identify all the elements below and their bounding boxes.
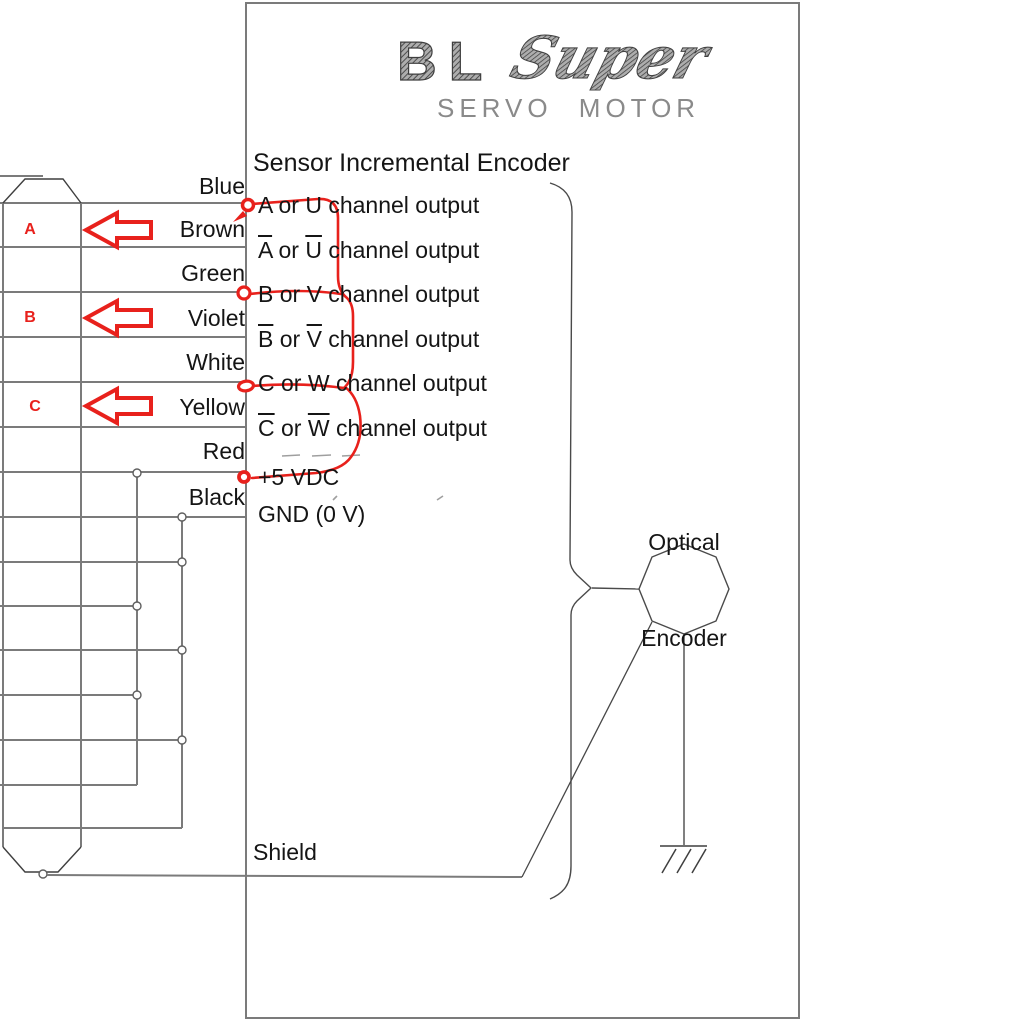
left-arrow-icon-c [81,385,153,427]
shield-label: Shield [253,839,317,865]
shield-junction-circle [38,869,48,879]
junction-circle [132,690,142,700]
wire-label-red: Red [202,438,245,464]
terminal-marker-b-icon [236,285,252,301]
channel-row-c-bar: C or W channel output [258,415,487,441]
channel-symbol: B [258,281,274,307]
brand-script-text: Super [504,23,719,92]
connector-bottom-cap [2,846,82,873]
shield-wire [46,874,523,878]
terminal-marker-c-icon [236,379,256,393]
terminal-marker-a-tail [233,211,247,222]
power-row-5vdc: +5 VDC [258,464,340,490]
junction-circle [177,512,187,522]
wire-label-brown: Brown [179,216,245,242]
ground-hatch [661,848,677,874]
optical-encoder-symbol [591,543,730,845]
channel-row-a: A or U channel output [258,192,480,218]
junction-circle [177,735,187,745]
channel-row-c: C or W channel output [258,370,487,396]
channel-row-b-bar: B or V channel output [258,326,480,352]
red-trace-annotation [248,197,362,480]
junction-circle [132,601,142,611]
encoder-brace [549,182,593,900]
red-trace-c-stub [250,383,346,390]
red-trace-main [250,197,362,480]
brand-logo: BL Super SERVO MOTOR [396,23,720,123]
connector-grid [0,175,246,847]
brand-subtitle-text: SERVO MOTOR [437,93,700,123]
ground-icon [660,845,707,874]
channel-symbol: U [305,192,322,218]
channel-symbol-barred: C [258,415,275,441]
red-trace-b-stub [248,289,343,296]
brace-to-encoder-line [591,587,640,590]
phase-letter-b: B [24,309,36,326]
red-terminal-markers [233,197,256,484]
channel-symbol-barred: V [306,326,322,352]
junction-circle [132,468,142,478]
left-arrow-icon-a [81,209,153,251]
left-arrow-icon-b [81,297,153,339]
brand-text: BL [397,30,494,92]
channel-symbol: C [258,370,275,396]
wire-label-yellow: Yellow [179,394,245,420]
phase-letter-c: C [29,398,41,415]
ground-hatch [691,848,707,874]
channel-symbol: V [306,281,322,307]
channel-row-a-bar: A or U channel output [258,237,480,263]
wire-label-black: Black [188,484,245,510]
channel-symbol-barred: B [258,326,274,352]
channel-row-b: B or V channel output [258,281,480,307]
terminal-marker-a-icon [240,197,256,213]
servo-motor-box [245,2,800,1019]
channel-symbol: A [258,192,273,218]
wire-label-blue: Blue [198,173,245,199]
connector-top-cap [2,178,82,204]
optical-encoder-label-line2: Encoder [641,625,727,651]
ground-hatch [676,848,692,874]
channel-symbol-barred: A [258,237,273,263]
phase-letter-a: A [24,221,36,238]
wire-label-violet: Violet [187,305,245,331]
junction-circle [177,645,187,655]
encoder-section-heading: Sensor Incremental Encoder [253,149,570,177]
junction-dots [38,468,187,879]
wire-label-green: Green [181,260,245,286]
optical-encoder-label: Optical Encoder [622,462,746,686]
junction-circle [177,557,187,567]
channel-symbol-barred: W [307,415,330,441]
channel-symbol: W [307,370,330,396]
channel-symbol-barred: U [305,237,322,263]
phase-arrows [81,209,153,427]
terminal-marker-5v-icon [237,470,251,484]
wire-label-white: White [186,349,245,375]
shield-to-encoder-line [521,621,653,878]
encoder-octagon [638,543,730,635]
optical-encoder-label-line1: Optical [648,529,720,555]
power-row-gnd: GND (0 V) [258,501,366,527]
